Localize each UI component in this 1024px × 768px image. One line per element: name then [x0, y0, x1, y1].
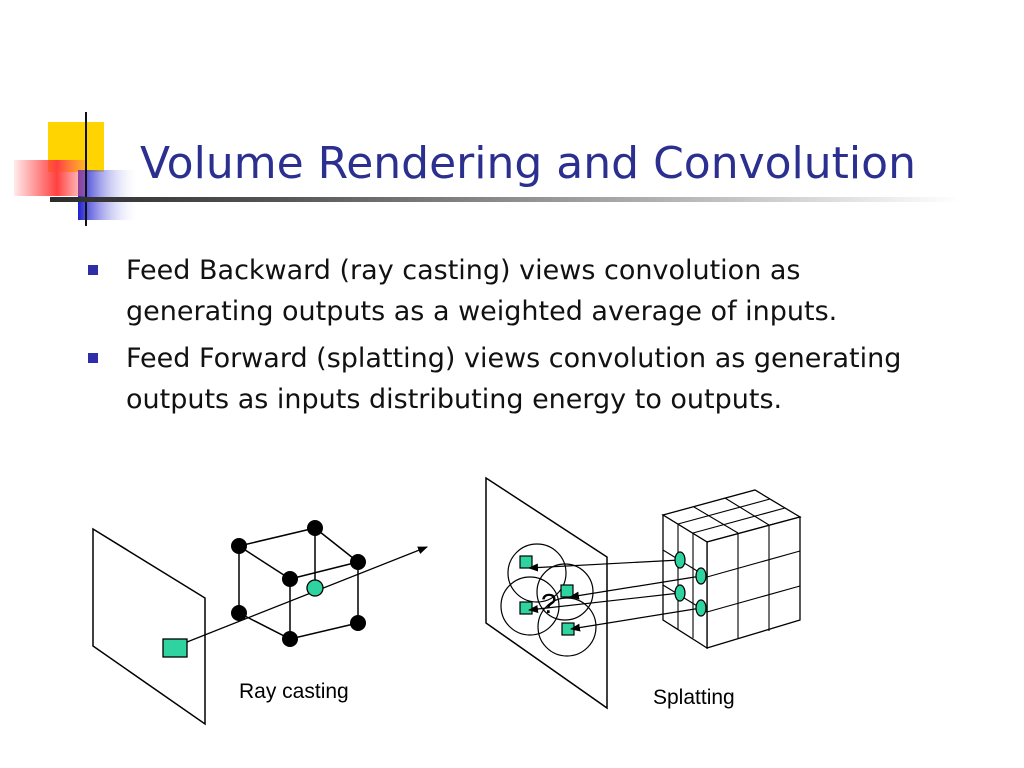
logo-red-bar [14, 160, 86, 196]
ray-casting-diagram: Ray casting [92, 520, 428, 726]
splat-footprints [500, 543, 597, 657]
slide-logo [14, 112, 140, 226]
bullet-item: Feed Forward (splatting) views convoluti… [86, 338, 946, 420]
splatting-diagram: ? [485, 476, 802, 710]
voxel-point [282, 631, 298, 647]
splat-footprint [507, 543, 567, 603]
voxel-point [282, 571, 298, 587]
image-plane [485, 476, 608, 710]
square-bullet-icon [88, 265, 98, 275]
bullet-list: Feed Backward (ray casting) views convol… [86, 250, 946, 426]
splatting-caption: Splatting [653, 686, 735, 709]
volume-grid [661, 489, 802, 650]
logo-blue-square [78, 170, 140, 220]
voxel-points [231, 520, 366, 647]
title-divider [50, 197, 960, 202]
splat-pixel [519, 601, 533, 615]
bullet-text: Feed Forward (splatting) views convoluti… [126, 343, 902, 415]
splat-arrow [569, 575, 702, 600]
pixel-sample [162, 638, 188, 658]
splat-arrow [528, 592, 681, 613]
slide-title: Volume Rendering and Convolution [140, 138, 916, 189]
splat-footprint [500, 576, 560, 636]
splat-arrow [528, 559, 681, 572]
voxel-point [350, 554, 366, 570]
splat-sample [695, 567, 707, 585]
splat-sample [695, 599, 707, 617]
bullet-text: Feed Backward (ray casting) views convol… [126, 255, 838, 327]
convolution-diagram: Ray casting ? [92, 476, 802, 726]
voxel-point [307, 520, 323, 536]
splat-pixel [560, 584, 574, 598]
splat-arrow [570, 607, 702, 632]
splat-arrows [528, 559, 702, 632]
ray-arrow [186, 546, 428, 643]
bullet-item: Feed Backward (ray casting) views convol… [86, 250, 946, 332]
voxel-point [231, 538, 247, 554]
splat-sample [674, 551, 686, 569]
splat-sample [674, 584, 686, 602]
voxel-point [231, 605, 247, 621]
ray-sample-point [306, 579, 324, 597]
ray-casting-caption: Ray casting [239, 680, 349, 703]
splat-samples [674, 551, 707, 617]
square-bullet-icon [88, 353, 98, 363]
splat-footprint [536, 563, 594, 621]
voxel-point [350, 615, 366, 631]
splat-pixel [519, 555, 533, 569]
voxel-cube [238, 527, 359, 640]
splat-footprint [537, 597, 597, 657]
image-plane [92, 527, 206, 726]
question-mark-label: ? [541, 588, 557, 619]
